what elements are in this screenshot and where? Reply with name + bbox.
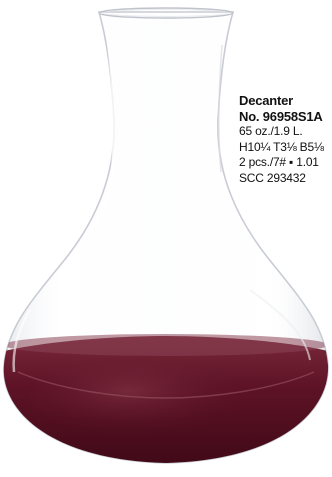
glass-rim xyxy=(98,7,234,19)
product-capacity: 65 oz./1.9 L. xyxy=(239,124,303,138)
product-packing: 2 pcs./7# ▪ 1.01 xyxy=(239,155,319,169)
product-number: No. 96958S1A xyxy=(239,108,323,124)
product-dimensions: H10¼ T3⅛ B5⅛ xyxy=(239,139,324,154)
product-scc: SCC 293432 xyxy=(239,170,306,185)
product-name: Decanter xyxy=(239,93,294,108)
product-spec: Decanter No. 96958S1A 65 oz./1.9 L. H10¼… xyxy=(239,93,332,186)
